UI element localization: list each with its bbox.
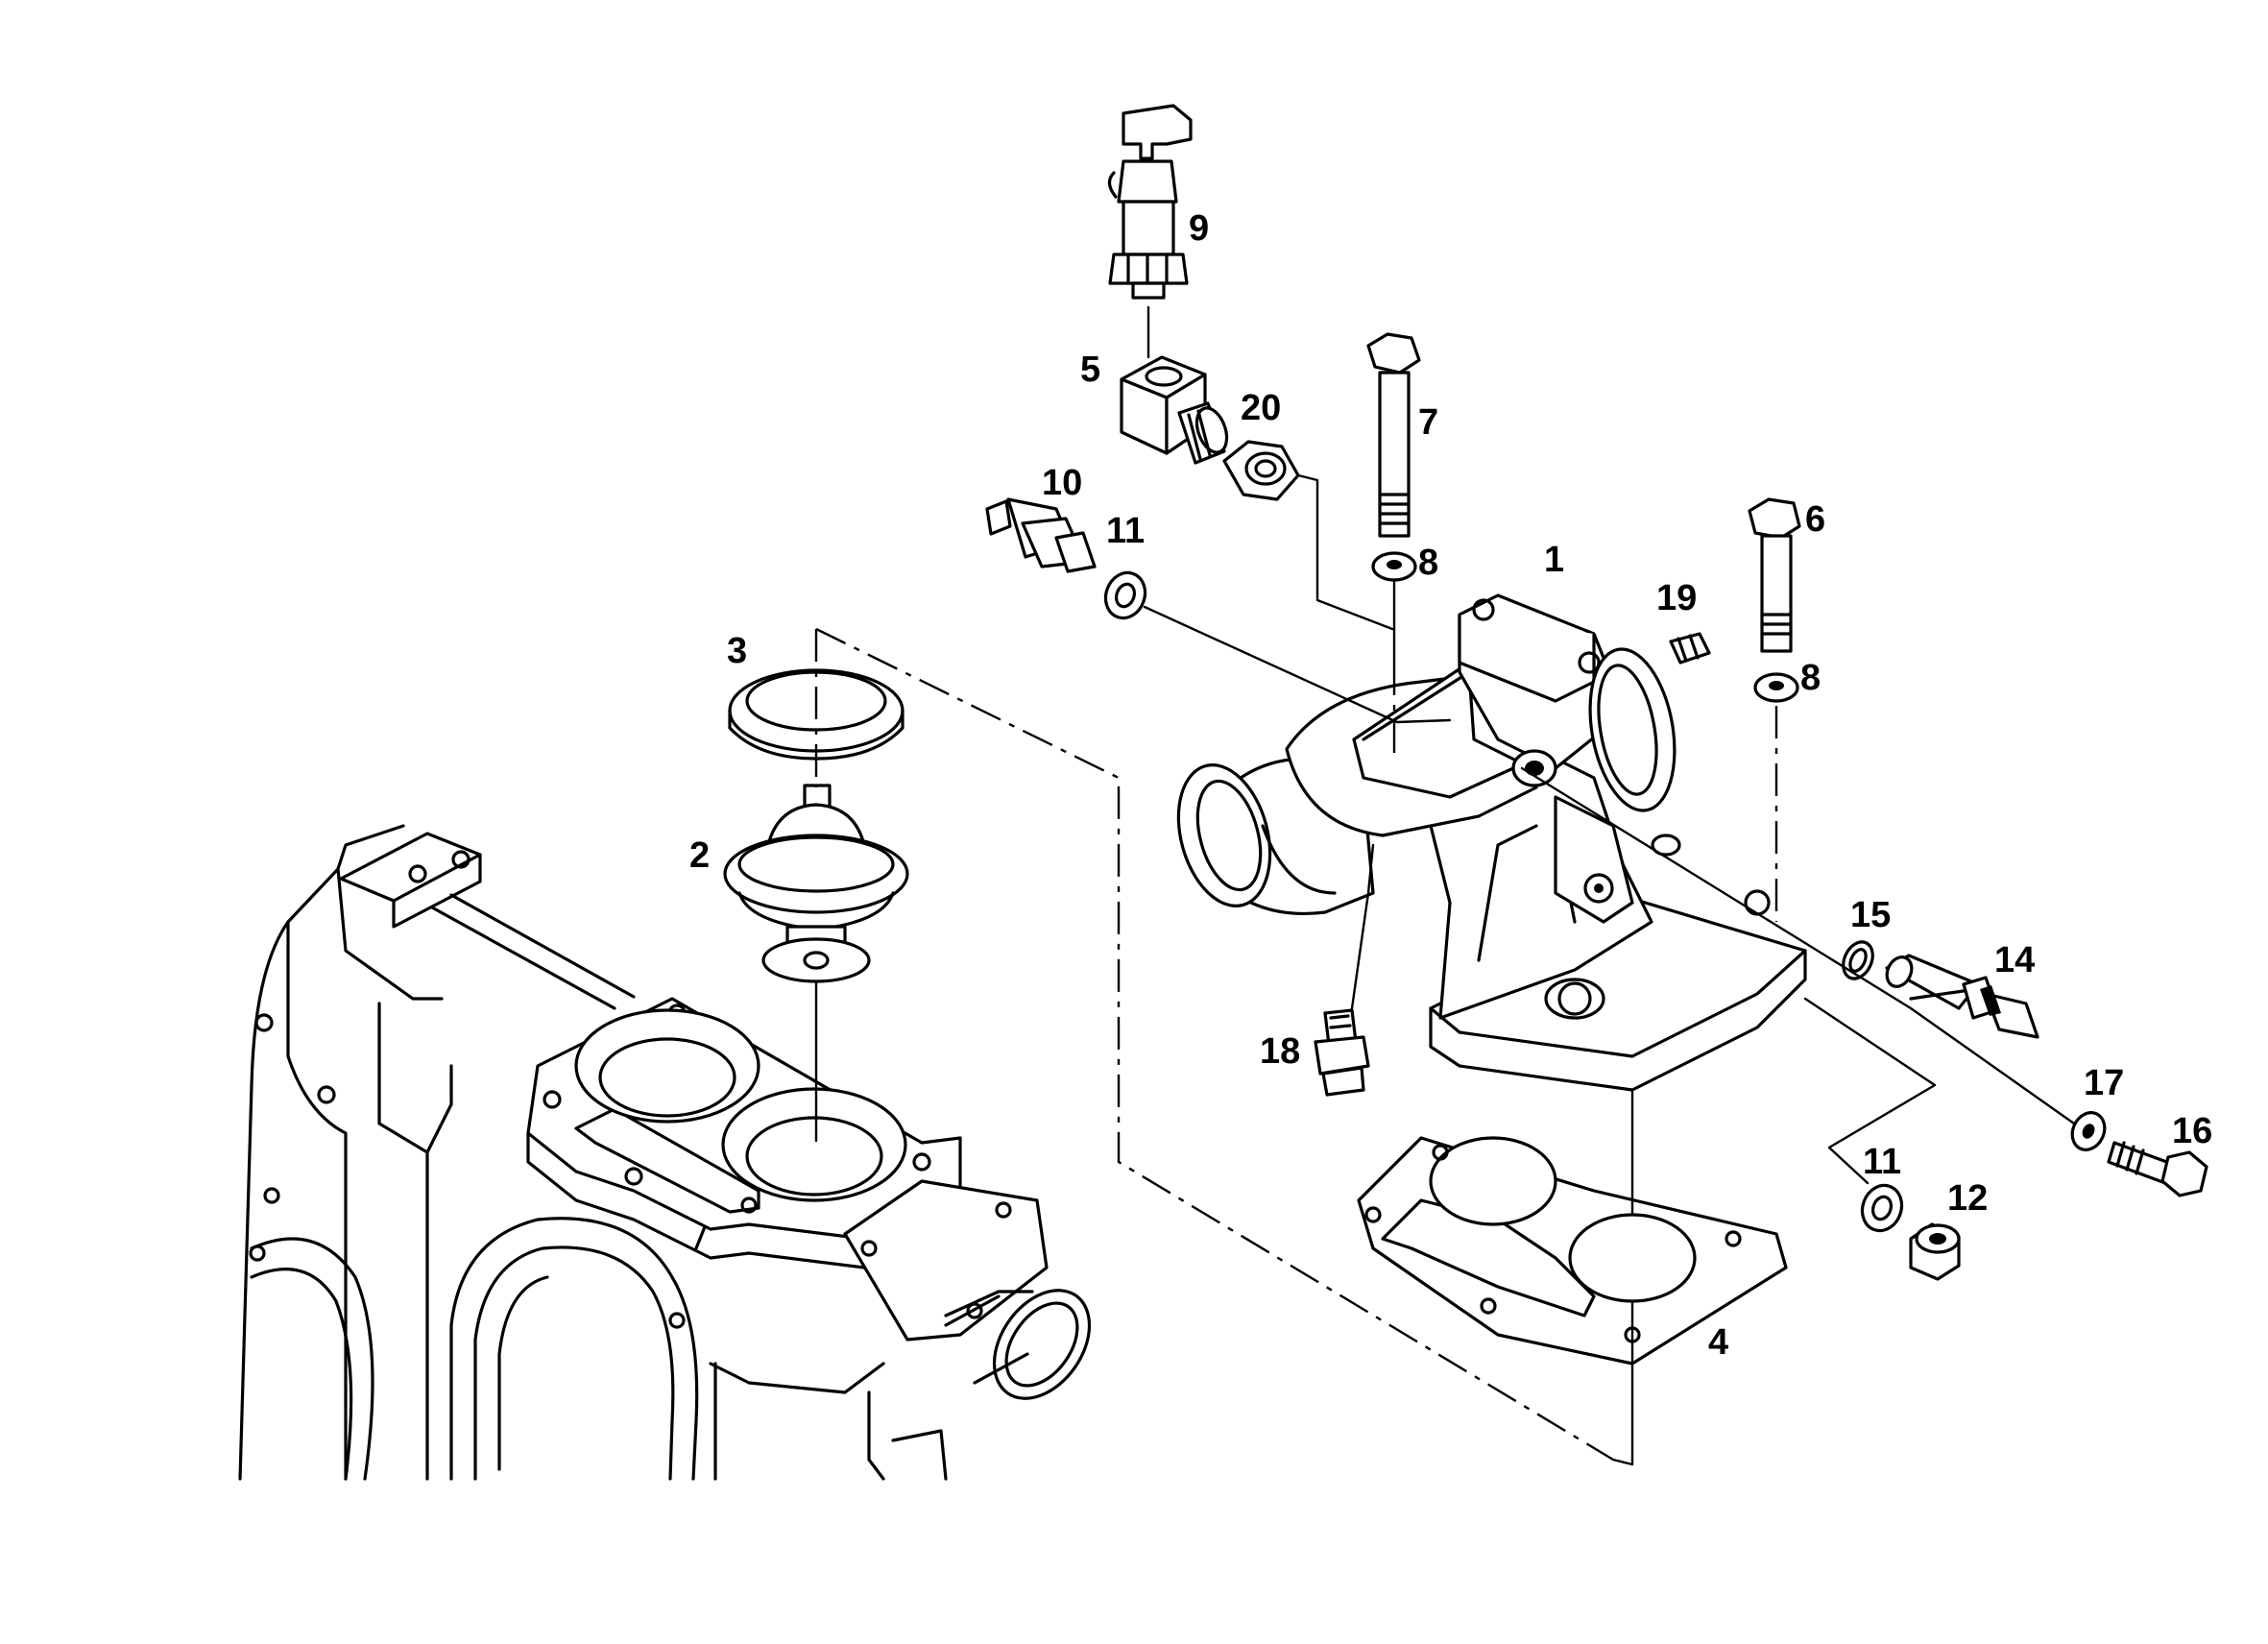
flat-washer <box>1371 551 1417 582</box>
part-label-8-right: 8 <box>1800 658 1821 698</box>
part-label-18: 18 <box>1260 1031 1300 1072</box>
thermostat-housing <box>1176 593 1807 1092</box>
gasket <box>1357 1136 1788 1366</box>
short-bolt <box>2107 1141 2208 1197</box>
part-label-3: 3 <box>727 631 747 671</box>
engine-block-housing <box>238 824 1092 1481</box>
part-label-20: 20 <box>1241 388 1281 428</box>
hex-bolt <box>1748 497 1801 653</box>
part-label-16: 16 <box>2172 1111 2212 1151</box>
adaptor-block <box>1120 355 1229 465</box>
part-label-9: 9 <box>1189 208 1209 249</box>
hex-nut <box>1222 440 1300 501</box>
flat-washer-right <box>1753 672 1799 703</box>
part-label-7: 7 <box>1418 402 1438 443</box>
part-label-15: 15 <box>1850 895 1891 935</box>
sealing-washer-lower <box>1860 1183 1904 1233</box>
part-label-14: 14 <box>1994 940 2035 980</box>
part-label-1: 1 <box>1544 540 1564 580</box>
small-o-ring <box>1842 940 1874 980</box>
bolt-washer <box>2070 1111 2107 1151</box>
part-label-19: 19 <box>1656 578 1697 618</box>
part-label-6: 6 <box>1805 499 1825 540</box>
part-label-12: 12 <box>1947 1178 1988 1219</box>
part-label-10: 10 <box>1042 463 1082 503</box>
thermostat <box>723 784 909 983</box>
part-label-2: 2 <box>689 835 710 876</box>
part-label-5: 5 <box>1080 350 1100 390</box>
part-label-17: 17 <box>2084 1063 2124 1103</box>
assembly-lines <box>814 305 2076 1466</box>
threaded-plug <box>1669 632 1711 665</box>
bleed-valve <box>1107 104 1193 300</box>
part-label-4: 4 <box>1708 1322 1728 1363</box>
part-label-11-upper: 11 <box>1106 511 1145 551</box>
part-label-11-lower: 11 <box>1863 1142 1901 1182</box>
sealing-washer <box>1103 570 1147 620</box>
thermo-switch <box>1885 954 2039 1039</box>
temperature-sender <box>985 497 1097 573</box>
drain-nipple <box>1314 1008 1370 1097</box>
part-label-8-upper: 8 <box>1418 543 1438 583</box>
hex-socket-plug <box>1909 1222 1961 1281</box>
long-bolt <box>1366 332 1421 538</box>
